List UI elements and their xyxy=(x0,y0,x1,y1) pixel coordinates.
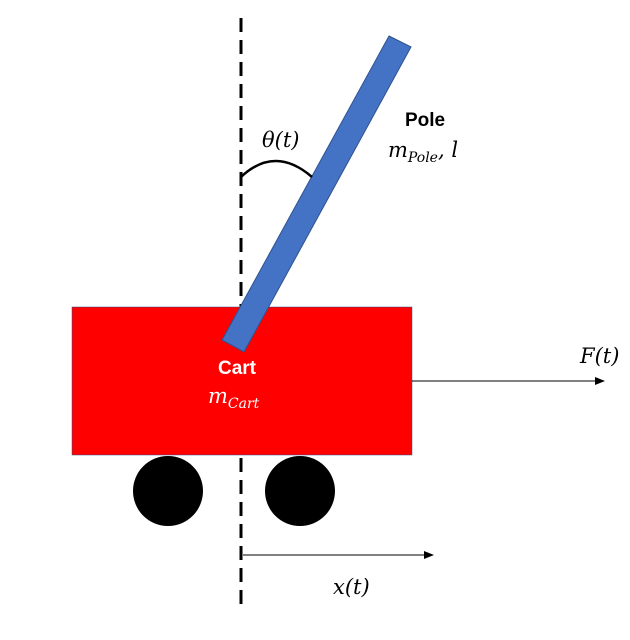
position-label: x(t) xyxy=(333,575,370,599)
left-wheel xyxy=(133,456,203,526)
cart-mass-label: mCart xyxy=(208,384,260,412)
right-wheel xyxy=(265,456,335,526)
cart-mass-symbol: m xyxy=(208,384,228,408)
angle-arc xyxy=(240,159,313,178)
pole-mass-subscript: Pole xyxy=(407,150,438,166)
pole-mass-length-label: mPole, l xyxy=(388,138,458,166)
force-label: F(t) xyxy=(579,344,619,368)
pole-length-symbol: , l xyxy=(438,138,458,162)
pole-label: Pole xyxy=(405,110,445,131)
cart-mass-subscript: Cart xyxy=(228,396,260,412)
cart-label: Cart xyxy=(218,358,257,379)
pole xyxy=(221,35,412,353)
angle-label: θ(t) xyxy=(262,128,299,152)
pole-mass-symbol: m xyxy=(388,138,408,162)
